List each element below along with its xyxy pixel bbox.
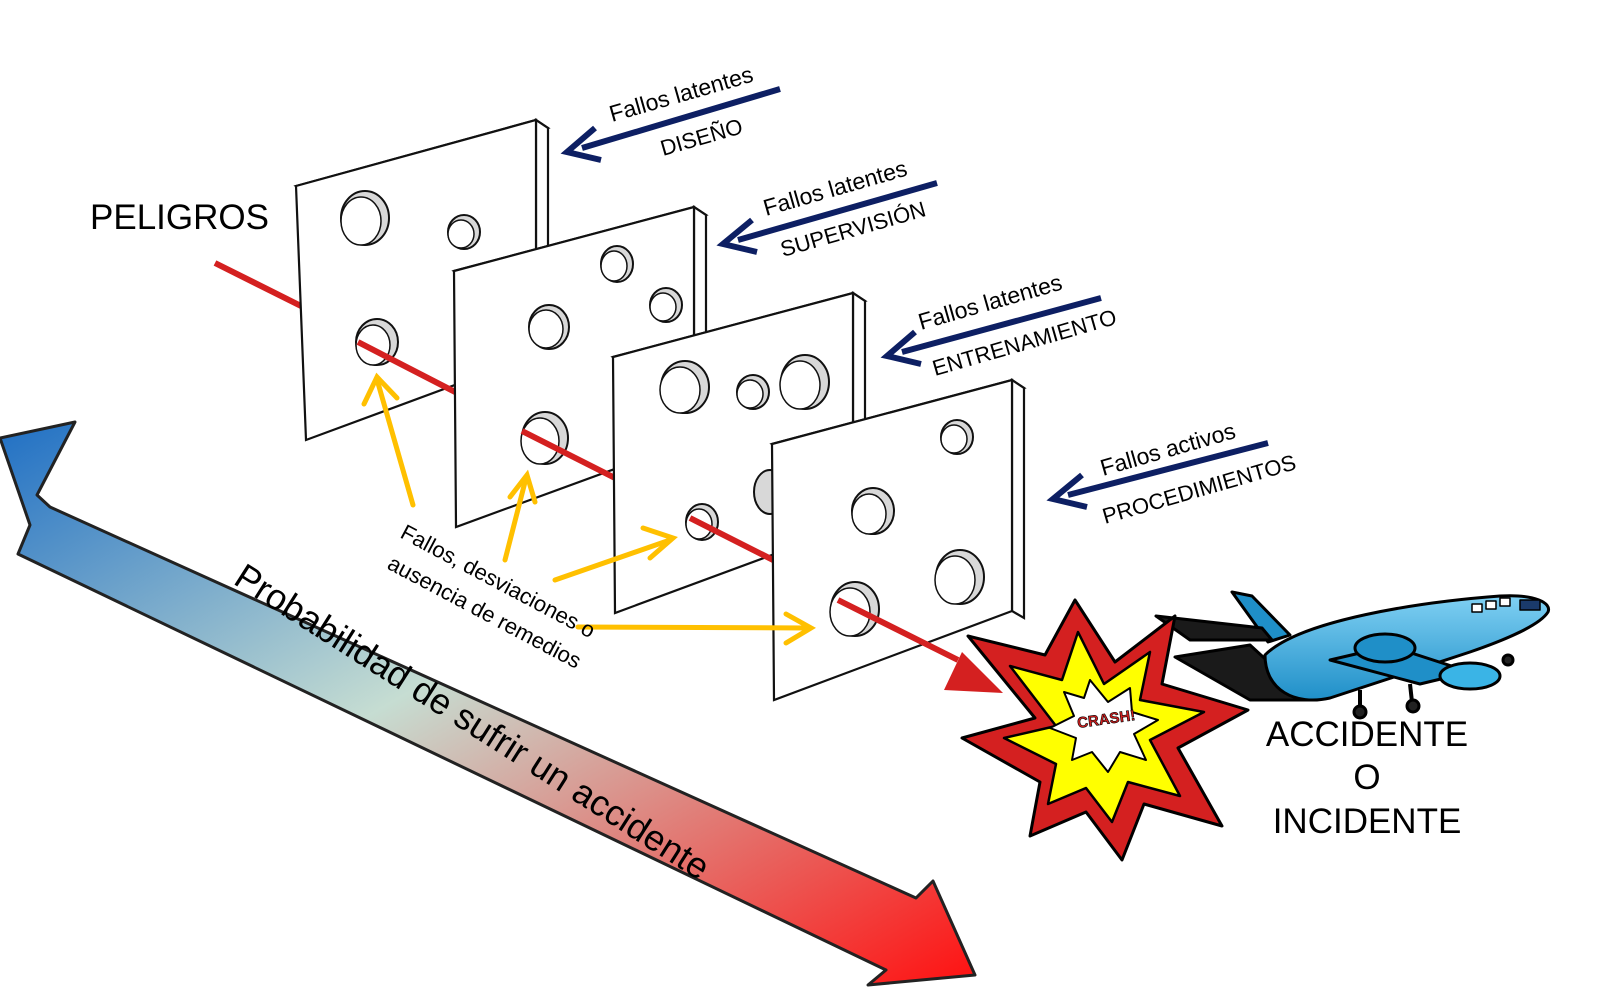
layer-arrow-procedures xyxy=(1067,440,1269,498)
layer-label-training: Fallos latentes ENTRENAMIENTO xyxy=(880,269,1119,381)
layer-label-procedures: Fallos activos PROCEDIMIENTOS xyxy=(1046,417,1299,529)
hazard-line-start xyxy=(213,260,307,311)
layer-label-supervision: Fallos latentes SUPERVISIÓN xyxy=(716,155,938,262)
hazard-line-4 xyxy=(836,597,960,663)
layer-label-design: Fallos latentes DISEÑO xyxy=(560,61,781,163)
outcome-label-line-2: O xyxy=(1353,758,1380,797)
hazard-line-2 xyxy=(520,428,617,481)
failure-arrow-plate-4 xyxy=(575,624,811,631)
failure-arrow-plate-3 xyxy=(552,537,673,583)
failure-arrow-plate-2 xyxy=(502,479,528,563)
layer-arrowhead-procedures xyxy=(1046,472,1088,510)
hazard-line-3 xyxy=(688,515,777,564)
airplane-icon xyxy=(1154,590,1551,720)
layer-arrowhead-training xyxy=(880,329,922,367)
outcome-label-line-1: ACCIDENTE xyxy=(1266,715,1468,754)
layer-arrow-supervision xyxy=(737,180,938,243)
hazard-line-arrowhead xyxy=(944,652,1003,693)
layer-arrowhead-supervision xyxy=(716,217,758,255)
failure-arrow-plate-1 xyxy=(375,380,416,508)
failure-arrows xyxy=(361,372,816,646)
layer-arrowhead-design xyxy=(560,125,602,163)
outcome-label-line-3: INCIDENTE xyxy=(1273,802,1462,841)
hazard-line-1 xyxy=(356,339,459,396)
layer-arrow-design xyxy=(581,86,781,151)
barrier-plate-procedures xyxy=(769,377,1027,702)
layer-arrow-training xyxy=(901,295,1102,355)
probability-arrow xyxy=(0,420,977,987)
hazards-label: PELIGROS xyxy=(90,198,269,237)
crash-burst-icon: CRASH! xyxy=(960,598,1250,862)
